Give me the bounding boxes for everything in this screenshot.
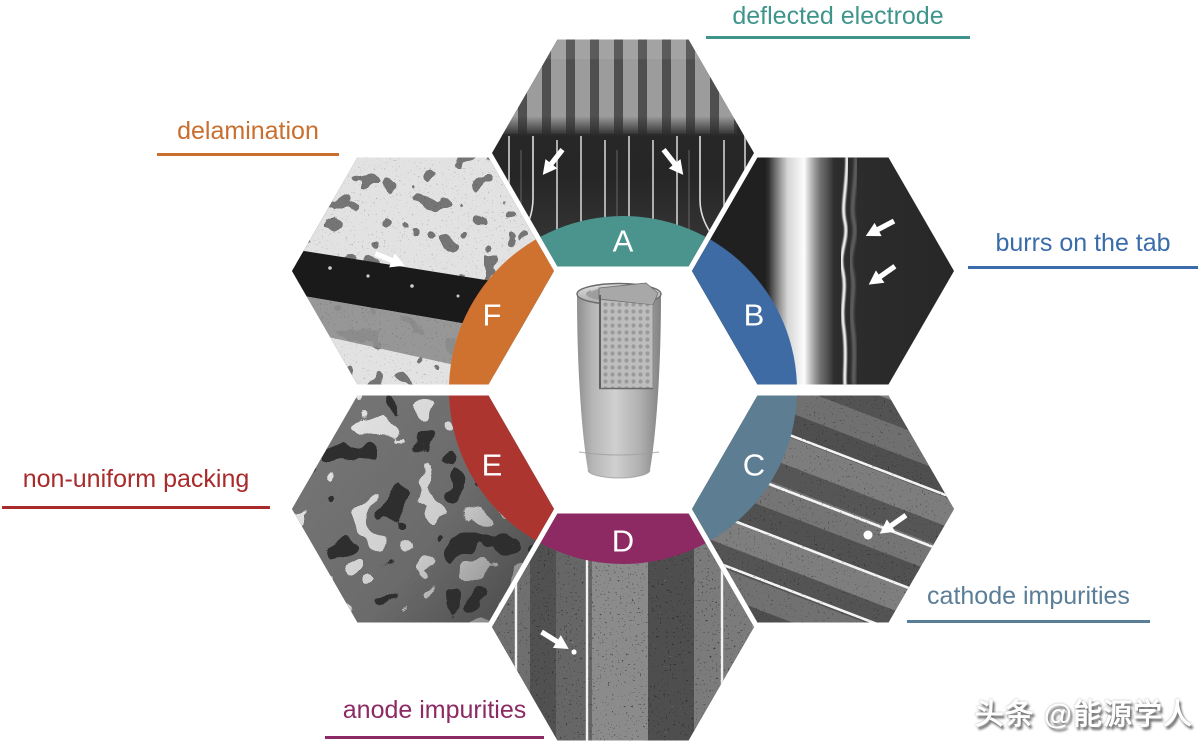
segment-letter-B: B <box>744 298 765 333</box>
label-deflected-electrode: deflected electrode <box>732 2 944 30</box>
label-anode-impurities: anode impurities <box>342 696 527 724</box>
battery-jellyroll-cutaway <box>600 300 653 388</box>
battery-render <box>576 282 662 479</box>
segment-letter-A: A <box>613 224 634 259</box>
label-underline-non-uniform-packing <box>2 506 270 509</box>
label-underline-cathode-impurities <box>907 620 1150 623</box>
label-delamination: delamination <box>177 117 319 145</box>
label-burrs-on-the-tab: burrs on the tab <box>995 229 1171 257</box>
tab-burr-line <box>840 157 849 385</box>
segment-letter-E: E <box>482 448 503 483</box>
impurity-spot-C <box>863 530 873 540</box>
label-cathode-impurities: cathode impurities <box>927 582 1130 610</box>
impurity-spot-D <box>571 649 577 655</box>
label-underline-deflected-electrode <box>706 36 970 39</box>
label-underline-delamination <box>157 153 339 156</box>
segment-letter-C: C <box>743 448 765 483</box>
label-underline-burrs-on-the-tab <box>968 266 1198 269</box>
segment-letter-D: D <box>612 524 634 559</box>
watermark: 头条 @能源学人 <box>974 699 1193 731</box>
label-non-uniform-packing: non-uniform packing <box>22 465 250 493</box>
label-underline-anode-impurities <box>325 736 544 739</box>
segment-letter-F: F <box>483 298 502 333</box>
